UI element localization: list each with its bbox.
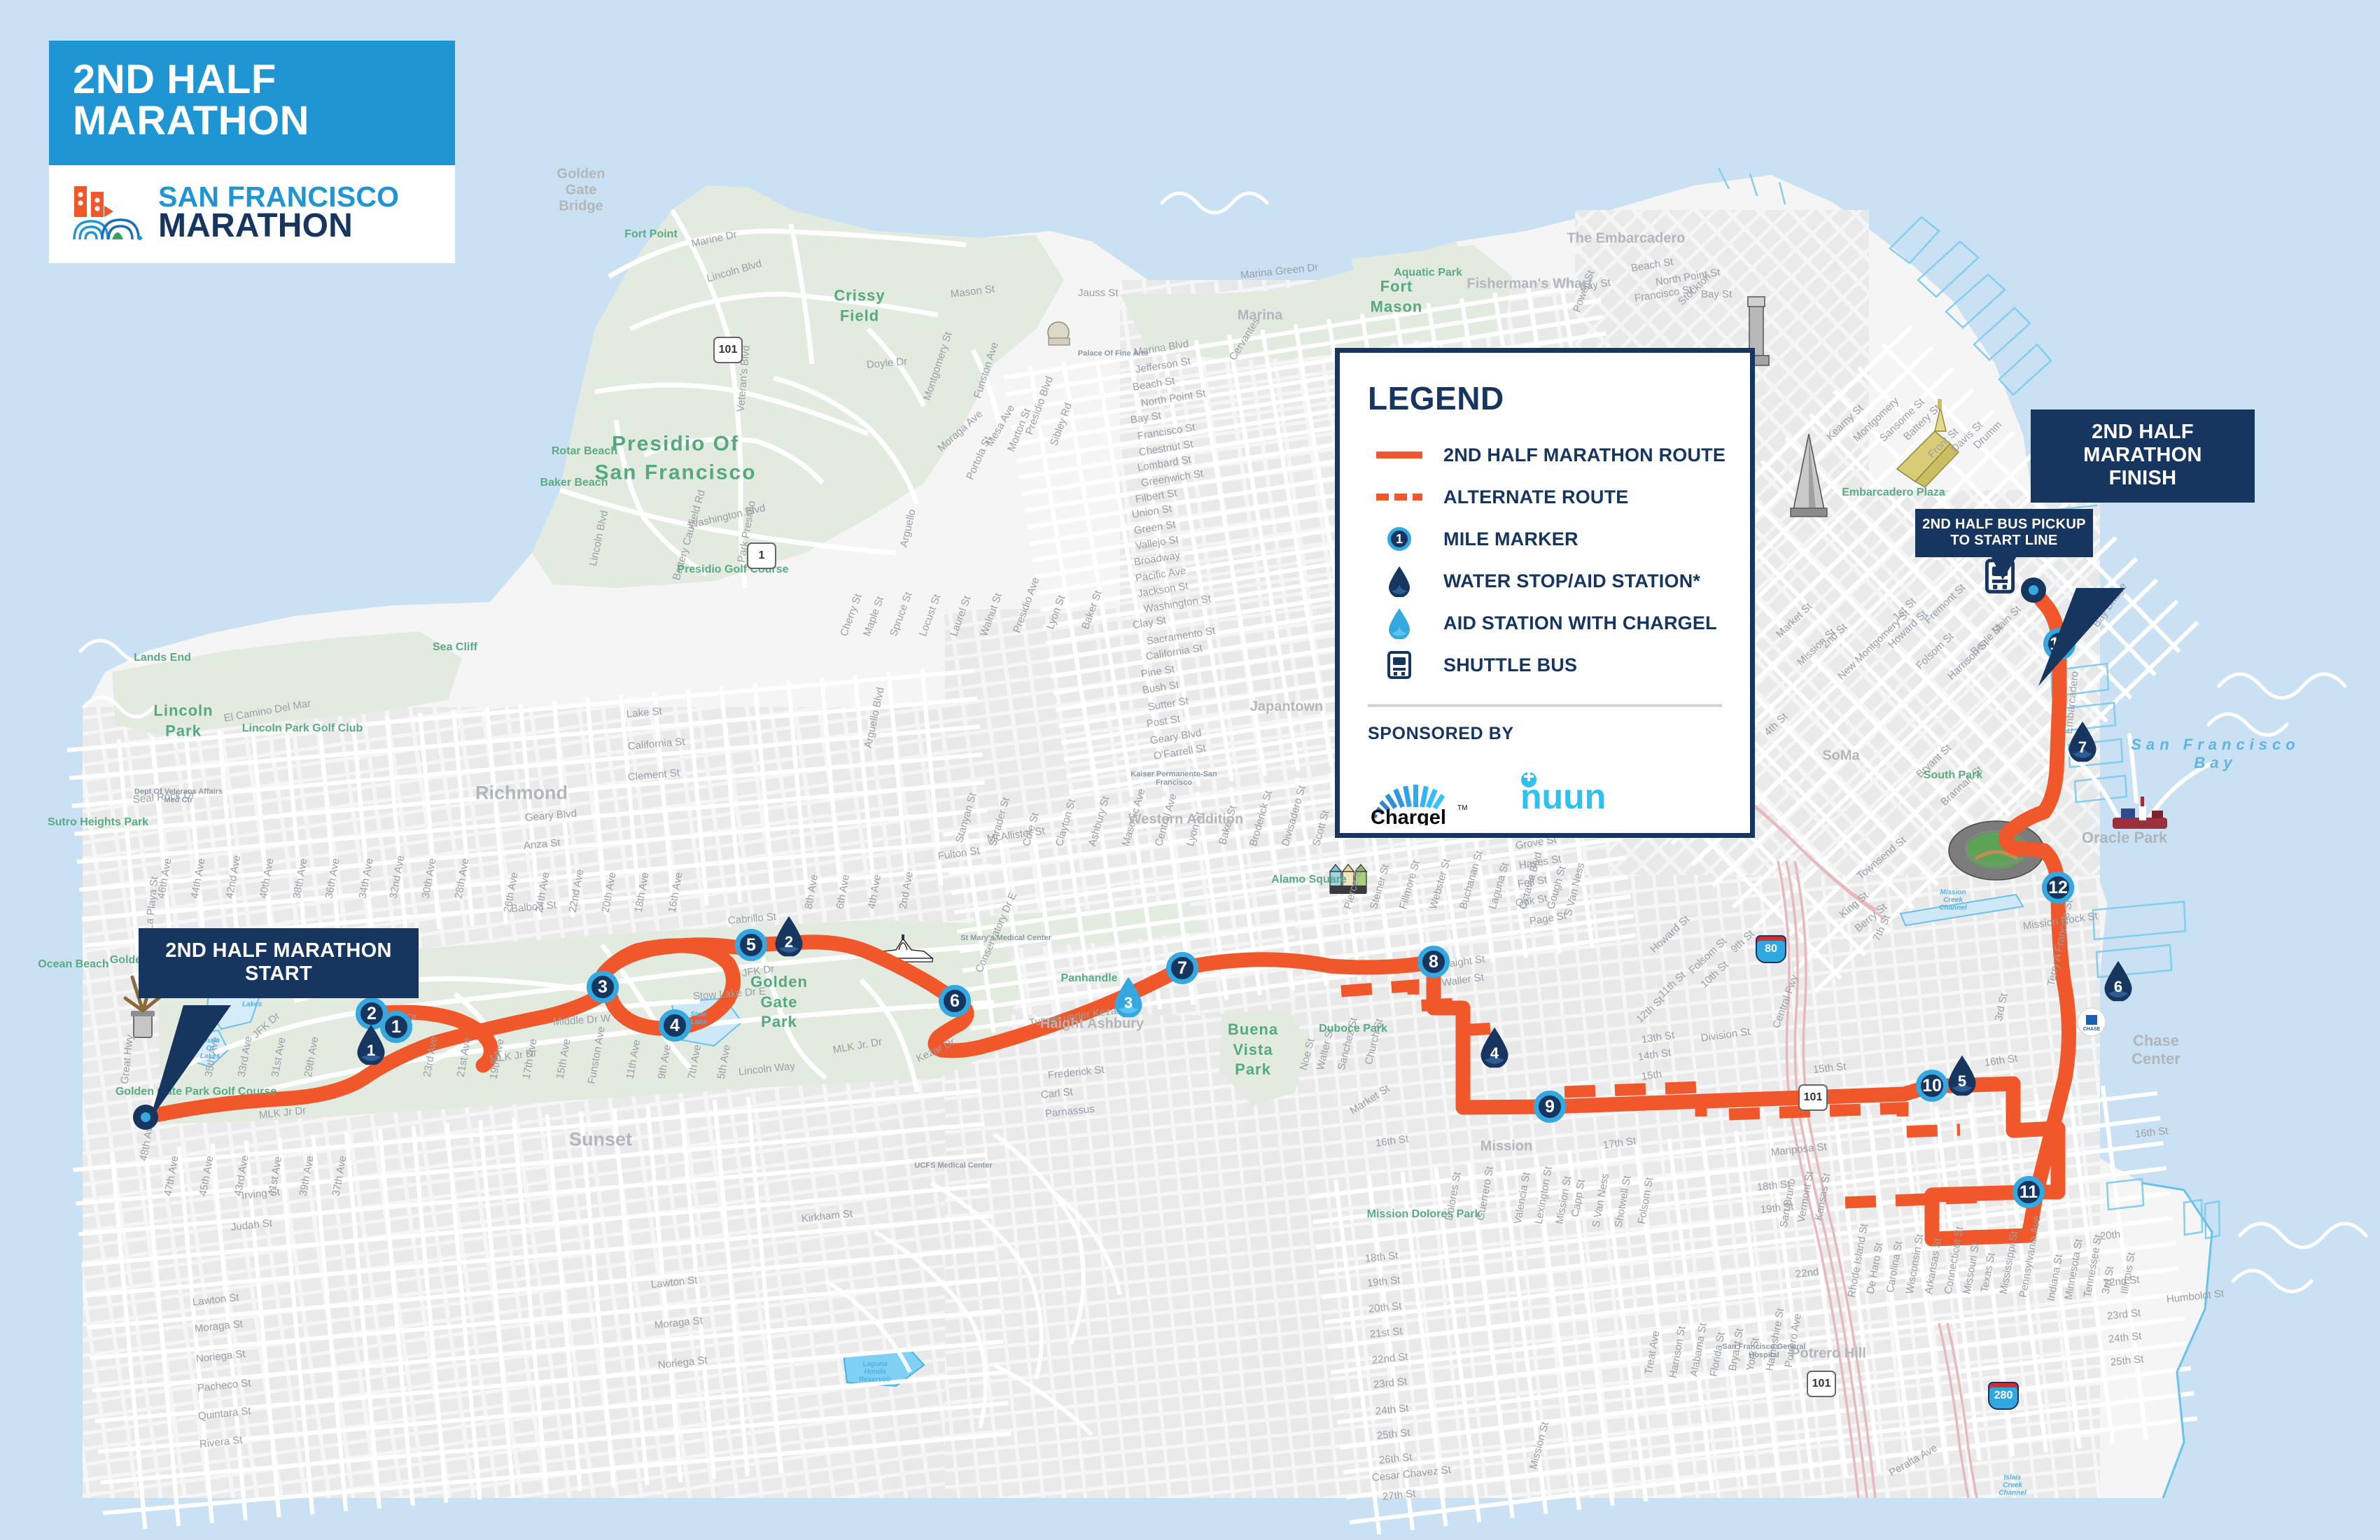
finish-callout-line1: 2ND HALF MARATHON — [2083, 421, 2202, 467]
title-band: 2ND HALF MARATHON — [49, 41, 455, 166]
painted-ladies-illustration — [1329, 864, 1368, 894]
palace-fine-arts-illustration — [1047, 321, 1070, 346]
freeway-lines — [1665, 741, 1978, 1499]
finish-callout-line2: FINISH — [2108, 467, 2177, 490]
lincoln-park — [112, 631, 462, 735]
solid-line-swatch-icon — [1373, 451, 1425, 458]
mile-marker-7[interactable]: 7 — [1166, 952, 1198, 984]
legend-label-route: 2ND HALF MARATHON ROUTE — [1443, 444, 1726, 465]
legend-label-water-stop: WATER STOP/AID STATION* — [1443, 570, 1701, 592]
legend-divider — [1368, 704, 1722, 707]
legend-label-shuttle: SHUTTLE BUS — [1443, 654, 1578, 676]
mile-marker-8[interactable]: 8 — [1418, 946, 1450, 978]
street-grid-richmond-sunset — [66, 668, 1011, 1530]
legend-item-water-stop: WATER STOP/AID STATION* — [1368, 560, 1722, 602]
water-drop-dark-icon — [1373, 565, 1425, 597]
nuun-mark-icon: nuun — [1520, 771, 1606, 816]
chargel-logo: Chargel TM — [1368, 761, 1477, 825]
legend-label-chargel: AID STATION WITH CHARGEL — [1443, 612, 1717, 634]
svg-text:TM: TM — [1457, 804, 1467, 812]
sponsored-by-heading: SPONSORED BY — [1368, 724, 1514, 743]
legend-item-alternate: ALTERNATE ROUTE — [1368, 476, 1722, 518]
mile-marker-icon: 1 — [1373, 527, 1425, 551]
legend-item-shuttle: SHUTTLE BUS — [1368, 644, 1722, 686]
start-callout: 2ND HALF MARATHON START — [139, 928, 419, 999]
water-stop-icon-5[interactable]: 5 — [1946, 1054, 1978, 1097]
water-stop-icon-2[interactable]: 2 — [773, 914, 805, 958]
finish-marker[interactable] — [2021, 578, 2046, 603]
nuun-logo: nuun — [1515, 771, 1638, 816]
svg-text:Chargel: Chargel — [1371, 806, 1446, 825]
water-drop-light-icon — [1373, 607, 1425, 639]
mile-marker-9[interactable]: 9 — [1534, 1091, 1566, 1123]
chargel-aid-station-icon-3[interactable]: 3 — [1112, 975, 1144, 1018]
mile-marker-5[interactable]: 5 — [735, 929, 767, 961]
chargel-mark-icon: Chargel TM — [1371, 785, 1467, 825]
mile-marker-badge: 1 — [1387, 527, 1411, 551]
start-callout-line2: START — [244, 962, 312, 986]
bus-callout-line2: TO START LINE — [1950, 533, 2058, 549]
legend-panel: LEGEND 2ND HALF MARATHON ROUTE ALTERNATE… — [1335, 348, 1755, 838]
legend-heading: LEGEND — [1368, 380, 1504, 416]
mile-marker-6[interactable]: 6 — [939, 985, 971, 1017]
presidio-roads — [559, 209, 1004, 589]
start-callout-line1: 2ND HALF MARATHON — [165, 939, 392, 962]
legend-label-mile-marker: MILE MARKER — [1443, 528, 1578, 550]
start-callout-pointer — [150, 1005, 231, 1120]
mile-marker-4[interactable]: 4 — [659, 1009, 691, 1042]
mile-marker-12[interactable]: 12 — [2042, 872, 2074, 904]
mile-marker-3[interactable]: 3 — [587, 971, 619, 1003]
brand-wordmark: SAN FRANCISCO MARATHON — [158, 181, 400, 245]
water-stop-icon-4[interactable]: 4 — [1478, 1026, 1511, 1069]
mission-creek — [1899, 893, 2024, 927]
coastline-south — [2141, 1182, 2213, 1499]
title-card: 2ND HALF MARATHON — [49, 41, 455, 264]
svg-text:CHASE: CHASE — [2083, 1027, 2101, 1032]
water-stop-icon-1[interactable]: 1 — [355, 1023, 387, 1066]
shuttle-bus-icon — [1373, 650, 1425, 680]
wave-decorations — [78, 191, 2368, 1294]
bus-pickup-callout: 2ND HALF BUS PICKUP TO START LINE — [1915, 509, 2093, 558]
bus-callout-line1: 2ND HALF BUS PICKUP — [1922, 517, 2086, 532]
legend-item-chargel: AID STATION WITH CHARGEL — [1368, 602, 1722, 644]
brand-line-sf: SAN FRANCISCO — [158, 181, 400, 214]
transamerica-pyramid-illustration — [1790, 433, 1828, 517]
sponsor-logos: Chargel TM nuun — [1368, 754, 1722, 825]
water-stop-icon-7[interactable]: 7 — [2066, 720, 2099, 763]
mile-marker-10[interactable]: 10 — [1916, 1070, 1948, 1102]
ferry-building-illustration — [1896, 399, 1959, 488]
water-stop-icon-6[interactable]: 6 — [2102, 959, 2134, 1002]
brand-logo-row: SAN FRANCISCO MARATHON — [49, 165, 455, 263]
finish-callout-pointer — [2038, 588, 2125, 686]
dashed-line-swatch-icon — [1373, 493, 1425, 500]
legend-item-route: 2ND HALF MARATHON ROUTE — [1368, 434, 1726, 476]
svg-text:nuun: nuun — [1520, 777, 1606, 813]
bus-callout-pointer — [1989, 553, 2019, 580]
sf-marathon-logo-icon — [73, 186, 142, 241]
chase-center-logo: CHASE — [2077, 1007, 2106, 1037]
title-line2: MARATHON — [73, 98, 309, 144]
brand-line-marathon: MARATHON — [158, 207, 353, 245]
legend-item-mile-marker: 1 MILE MARKER — [1368, 518, 1722, 560]
piers-outline — [1717, 167, 2221, 1240]
twin-peaks-roads — [825, 1132, 1122, 1437]
title-line1: 2ND HALF — [73, 57, 276, 102]
start-marker[interactable] — [133, 1105, 158, 1130]
buena-vista-park — [1219, 1009, 1309, 1106]
finish-callout: 2ND HALF MARATHON FINISH — [2031, 410, 2255, 503]
mile-marker-11[interactable]: 11 — [2012, 1176, 2045, 1208]
legend-label-alternate: ALTERNATE ROUTE — [1443, 486, 1629, 507]
